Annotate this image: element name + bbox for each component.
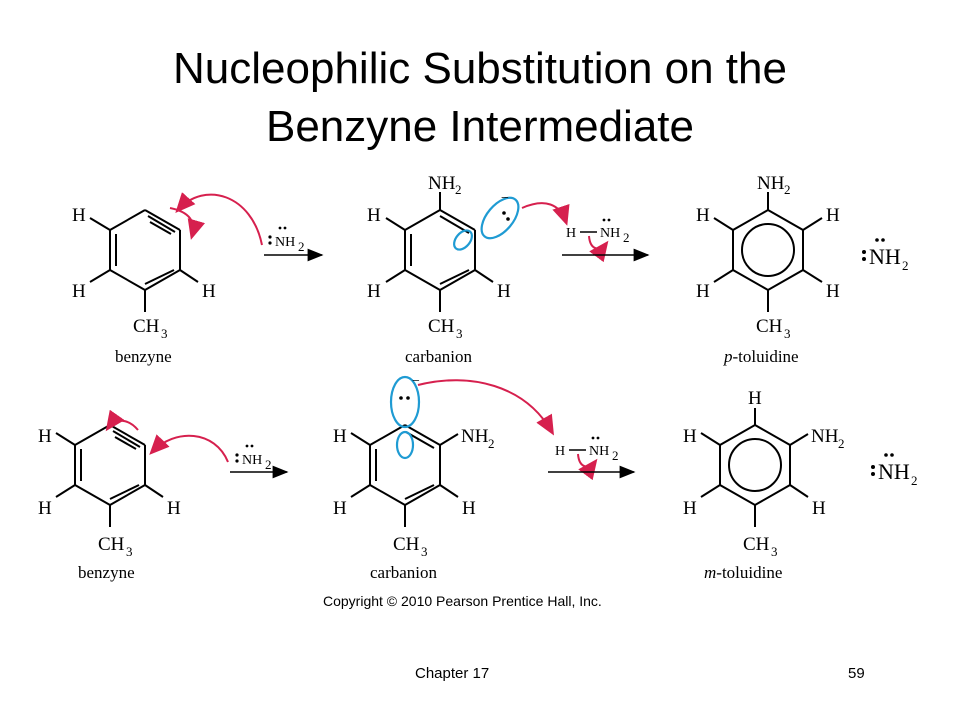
atom-h: H (462, 498, 476, 519)
copyright-notice: Copyright © 2010 Pearson Prentice Hall, … (323, 593, 602, 609)
negative-charge: − (412, 374, 420, 389)
m-toluidine-molecule: H H NH 2 H H CH 3 m-toluidine (683, 388, 845, 582)
label-carbanion: carbanion (405, 347, 473, 366)
atom-h: H (72, 205, 86, 226)
atom-nh: NH (242, 453, 262, 468)
ammonia-reagent-1: H NH 2 (566, 218, 630, 245)
amide-byproduct-2: NH 2 (871, 453, 918, 488)
atom-h: H (333, 498, 347, 519)
electron-flow-arrow (577, 453, 598, 481)
atom-nh: NH (869, 244, 901, 269)
electron-flow-arrow (417, 379, 554, 436)
subscript-3: 3 (771, 544, 778, 559)
atom-nh: NH (600, 226, 620, 241)
p-toluidine-molecule: NH 2 H H H H CH 3 p-toluidine (696, 173, 840, 366)
atom-ch: CH (98, 534, 125, 555)
atom-h: H (696, 205, 710, 226)
footer-page-number: 59 (848, 665, 865, 682)
ammonia-reagent-2: H NH 2 (555, 436, 619, 463)
electron-flow-arrow (175, 192, 263, 246)
atom-h: H (333, 426, 347, 447)
title-line-1: Nucleophilic Substitution on the (173, 44, 787, 93)
benzyne-molecule-1: H H H CH 3 benzyne (72, 205, 216, 366)
atom-h: H (367, 205, 381, 226)
negative-charge: − (501, 191, 509, 206)
atom-h: H (367, 281, 381, 302)
atom-nh: NH (811, 426, 839, 447)
atom-h: H (72, 281, 86, 302)
atom-ch: CH (393, 534, 420, 555)
atom-nh: NH (461, 426, 489, 447)
atom-h: H (683, 426, 697, 447)
amide-reagent-1: NH 2 (268, 226, 305, 254)
label-benzyne: benzyne (78, 563, 135, 582)
atom-ch: CH (743, 534, 770, 555)
atom-h: H (683, 498, 697, 519)
atom-nh: NH (757, 173, 785, 194)
atom-h: H (566, 226, 576, 241)
atom-h: H (38, 426, 52, 447)
subscript-2: 2 (488, 436, 495, 451)
electron-flow-arrow (169, 207, 206, 240)
atom-nh: NH (589, 444, 609, 459)
label-m-toluidine: m-toluidine (704, 563, 782, 582)
footer-chapter: Chapter 17 (415, 665, 490, 682)
atom-h: H (748, 388, 762, 409)
slide-title: Nucleophilic Substitution on the Benzyne… (0, 40, 960, 156)
subscript-3: 3 (784, 326, 791, 341)
atom-ch: CH (133, 316, 160, 337)
title-line-2: Benzyne Intermediate (265, 102, 695, 151)
subscript-2: 2 (911, 473, 918, 488)
subscript-2: 2 (612, 448, 619, 463)
atom-h: H (696, 281, 710, 302)
subscript-2: 2 (265, 457, 272, 472)
subscript-2: 2 (902, 258, 909, 273)
atom-h: H (167, 498, 181, 519)
atom-h: H (38, 498, 52, 519)
subscript-2: 2 (623, 230, 630, 245)
atom-h: H (555, 444, 565, 459)
atom-h: H (826, 205, 840, 226)
atom-nh: NH (275, 235, 295, 250)
p-orbital-lobe (395, 430, 415, 460)
atom-nh: NH (428, 173, 456, 194)
subscript-2: 2 (298, 239, 305, 254)
electron-flow-arrow (588, 235, 609, 263)
electron-flow-arrow (521, 202, 570, 226)
label-p-toluidine: p-toluidine (723, 347, 799, 366)
amide-byproduct-1: NH 2 (862, 238, 909, 273)
p-orbital-lobe (453, 229, 473, 251)
atom-h: H (497, 281, 511, 302)
amide-reagent-2: NH 2 (235, 444, 272, 472)
subscript-3: 3 (161, 326, 168, 341)
subscript-3: 3 (126, 544, 133, 559)
carbanion-molecule-2: − H NH 2 H H CH 3 carbanion (333, 374, 495, 582)
p-orbital-lobe (480, 196, 520, 240)
carbanion-molecule-1: − NH 2 H H H CH 3 carbanion (367, 173, 520, 366)
atom-ch: CH (428, 316, 455, 337)
label-carbanion: carbanion (370, 563, 438, 582)
subscript-2: 2 (784, 182, 791, 197)
subscript-2: 2 (455, 182, 462, 197)
electron-flow-arrow (105, 409, 139, 432)
subscript-3: 3 (456, 326, 463, 341)
atom-nh: NH (878, 459, 910, 484)
atom-h: H (826, 281, 840, 302)
label-benzyne: benzyne (115, 347, 172, 366)
p-orbital-lobe (389, 375, 421, 429)
atom-h: H (812, 498, 826, 519)
electron-flow-arrow (149, 434, 229, 463)
benzyne-molecule-2: H H H CH 3 benzyne (38, 424, 181, 582)
atom-h: H (202, 281, 216, 302)
atom-ch: CH (756, 316, 783, 337)
subscript-3: 3 (421, 544, 428, 559)
subscript-2: 2 (838, 436, 845, 451)
